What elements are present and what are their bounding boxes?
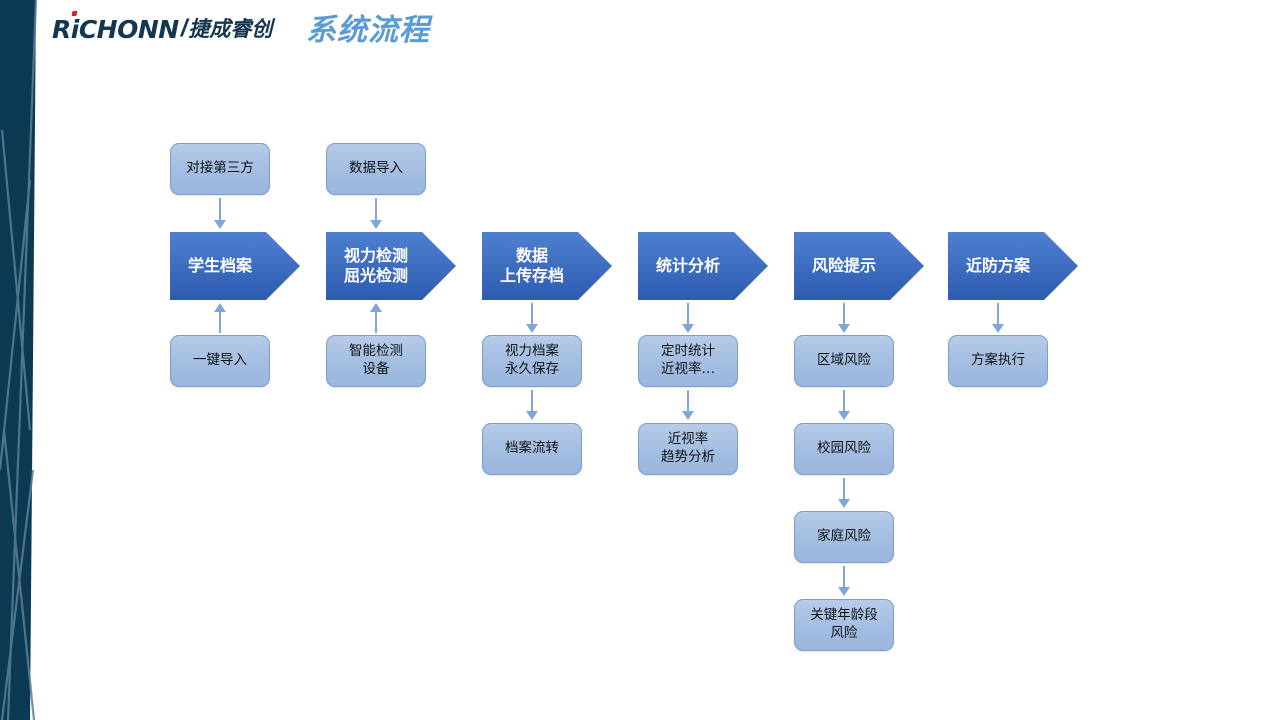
band-pattern-icon <box>0 0 38 720</box>
connector-arrow-down <box>837 390 851 420</box>
stage-chevron-data-upload[interactable]: 数据 上传存档 <box>482 232 612 300</box>
node-label: 近视率 趋势分析 <box>661 431 715 465</box>
output-node-data-upload-1[interactable]: 档案流转 <box>482 423 582 475</box>
output-node-data-upload-0[interactable]: 视力档案 永久保存 <box>482 335 582 387</box>
logo-chinese-text: 捷成睿创 <box>188 16 273 41</box>
connector-arrow-down <box>525 303 539 333</box>
chevron-shape-icon <box>326 232 456 300</box>
node-label: 视力档案 永久保存 <box>505 343 559 377</box>
output-node-risk-alert-0[interactable]: 区域风险 <box>794 335 894 387</box>
page-header: RiCHONN / 捷成睿创 系统流程 <box>0 0 1280 64</box>
connector-arrow-down <box>991 303 1005 333</box>
stage-chevron-student-record[interactable]: 学生档案 <box>170 232 300 300</box>
stage-label: 近防方案 <box>965 256 1030 275</box>
stage-label: 学生档案 <box>187 256 252 275</box>
output-node-vision-test-0[interactable]: 智能检测 设备 <box>326 335 426 387</box>
logo-separator: / <box>180 15 188 42</box>
chevron-shape-icon <box>948 232 1078 300</box>
stage-label: 视力检测 屈光检测 <box>343 246 408 285</box>
connector-arrow-down <box>837 478 851 508</box>
node-label: 校园风险 <box>817 440 871 457</box>
node-label: 区域风险 <box>817 352 871 369</box>
connector-arrow-down <box>681 303 695 333</box>
input-node-student-record-0[interactable]: 对接第三方 <box>170 143 270 195</box>
node-label: 一键导入 <box>193 352 247 369</box>
connector-arrow-up <box>369 303 383 333</box>
connector-arrow-down <box>369 198 383 229</box>
output-node-statistics-0[interactable]: 定时统计 近视率… <box>638 335 738 387</box>
chevron-shape-icon <box>170 232 300 300</box>
stage-label: 统计分析 <box>655 256 720 275</box>
left-decorative-band <box>0 0 42 720</box>
node-label: 关键年龄段 风险 <box>810 607 878 641</box>
stage-chevron-prevention-plan[interactable]: 近防方案 <box>948 232 1078 300</box>
stage-chevron-risk-alert[interactable]: 风险提示 <box>794 232 924 300</box>
stage-chevron-statistics[interactable]: 统计分析 <box>638 232 768 300</box>
brand-logo: RiCHONN / 捷成睿创 <box>52 11 273 46</box>
input-node-vision-test-0[interactable]: 数据导入 <box>326 143 426 195</box>
chevron-shape-icon <box>638 232 768 300</box>
connector-arrow-down <box>681 390 695 420</box>
output-node-risk-alert-1[interactable]: 校园风险 <box>794 423 894 475</box>
logo-latin-text: RiCHONN <box>52 14 179 44</box>
node-label: 方案执行 <box>971 352 1025 369</box>
output-node-statistics-1[interactable]: 近视率 趋势分析 <box>638 423 738 475</box>
node-label: 智能检测 设备 <box>349 343 403 377</box>
page-title: 系统流程 <box>306 13 430 48</box>
output-node-student-record-0[interactable]: 一键导入 <box>170 335 270 387</box>
stage-label: 数据 上传存档 <box>499 246 564 285</box>
chevron-shape-icon <box>794 232 924 300</box>
stage-chevron-vision-test[interactable]: 视力检测 屈光检测 <box>326 232 456 300</box>
connector-arrow-down <box>213 198 227 229</box>
connector-arrow-down <box>525 390 539 420</box>
stage-label: 风险提示 <box>811 256 876 275</box>
node-label: 家庭风险 <box>817 528 871 545</box>
connector-arrow-down <box>837 303 851 333</box>
connector-arrow-down <box>837 566 851 596</box>
node-label: 档案流转 <box>505 440 559 457</box>
connector-arrow-up <box>213 303 227 333</box>
chevron-shape-icon <box>482 232 612 300</box>
node-label: 对接第三方 <box>186 160 254 177</box>
node-label: 定时统计 近视率… <box>661 343 715 377</box>
output-node-prevention-plan-0[interactable]: 方案执行 <box>948 335 1048 387</box>
output-node-risk-alert-2[interactable]: 家庭风险 <box>794 511 894 563</box>
node-label: 数据导入 <box>349 160 403 177</box>
output-node-risk-alert-3[interactable]: 关键年龄段 风险 <box>794 599 894 651</box>
